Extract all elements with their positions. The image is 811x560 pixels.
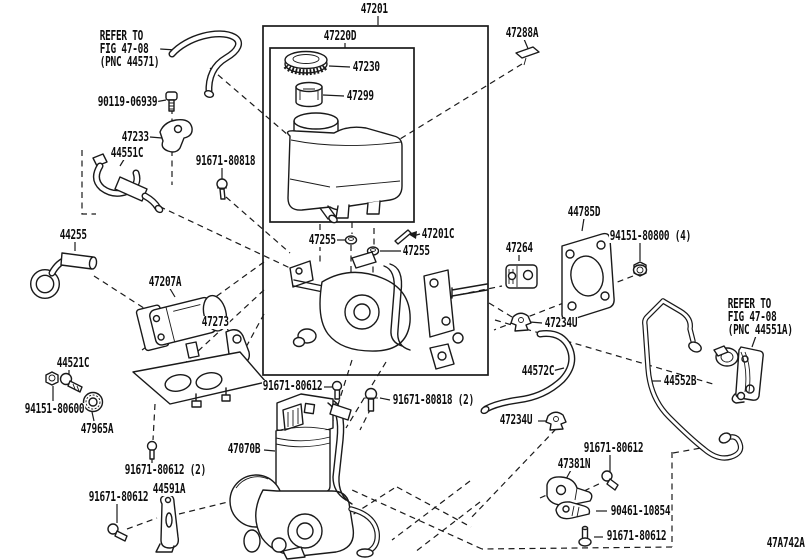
hose-44551c-drawing bbox=[92, 153, 164, 214]
clamp-47234u-upper-drawing bbox=[510, 312, 532, 332]
reservoir-tank-drawing bbox=[286, 112, 403, 224]
bracket-47233-drawing bbox=[159, 118, 193, 153]
part-label-44785d[interactable]: 44785D bbox=[567, 205, 601, 220]
boundary-box-47220d bbox=[269, 47, 415, 223]
part-label-91671-80818-2[interactable]: 91671-80818 (2) bbox=[392, 393, 475, 408]
reservoir-cap-47230-drawing bbox=[283, 50, 329, 76]
bracket-44551a-drawing bbox=[713, 345, 764, 404]
part-label-44552b[interactable]: 44552B bbox=[663, 374, 697, 389]
part-label-44255[interactable]: 44255 bbox=[59, 228, 88, 243]
part-label-47220d[interactable]: 47220D bbox=[323, 29, 357, 44]
part-label-47070b[interactable]: 47070B bbox=[227, 442, 261, 457]
gasket-44785d-drawing bbox=[561, 232, 615, 322]
bolt-91671-80818-2-drawing bbox=[364, 387, 378, 412]
bolt-91671-80818-drawing bbox=[216, 178, 228, 200]
part-label-90461-10854[interactable]: 90461-10854 bbox=[610, 504, 672, 519]
master-cylinder-drawing bbox=[289, 251, 488, 370]
clamp-47234u-lower-drawing bbox=[545, 411, 567, 431]
bolt-90119-06939-drawing bbox=[165, 91, 178, 112]
bolt-44521c-drawing bbox=[59, 372, 83, 393]
grommet-47255-left-drawing bbox=[344, 235, 358, 245]
part-label-91671-80818[interactable]: 91671-80818 bbox=[195, 154, 257, 169]
part-label-91671-80612-center[interactable]: 91671-80612 bbox=[262, 379, 324, 394]
clamp-90461-10854-drawing bbox=[555, 501, 591, 520]
nut-94151-80600-drawing bbox=[45, 371, 59, 386]
bolt-91671-80612-right-upper-drawing bbox=[601, 470, 619, 491]
clip-47288a-drawing bbox=[515, 46, 540, 66]
bolt-91671-80612-bottom-right-drawing bbox=[578, 525, 592, 547]
part-label-44572c[interactable]: 44572C bbox=[521, 364, 555, 379]
refer-note-44551a[interactable]: REFER TO FIG 47-08 (PNC 44551A) bbox=[727, 297, 794, 338]
clamp-47264-drawing bbox=[505, 264, 538, 289]
part-label-47207a[interactable]: 47207A bbox=[148, 275, 182, 290]
part-label-91671-80612-left-pair[interactable]: 91671-80612 (2) bbox=[124, 463, 207, 478]
part-label-91671-80612-right-upper[interactable]: 91671-80612 bbox=[583, 441, 645, 456]
part-label-47255-left[interactable]: 47255 bbox=[308, 233, 337, 248]
hose-44572c-drawing bbox=[480, 330, 576, 415]
part-label-47381n[interactable]: 47381N bbox=[557, 457, 591, 472]
part-label-47965a[interactable]: 47965A bbox=[80, 422, 114, 437]
part-label-47201c[interactable]: 47201C bbox=[421, 227, 455, 242]
note-line: (PNC 44571) bbox=[99, 55, 160, 70]
part-label-47273[interactable]: 47273 bbox=[201, 315, 230, 330]
bolt-91671-80612-center-drawing bbox=[331, 380, 343, 400]
pump-47070b-drawing bbox=[229, 393, 380, 560]
part-label-90119-06939[interactable]: 90119-06939 bbox=[97, 95, 159, 110]
part-label-47299[interactable]: 47299 bbox=[346, 89, 375, 104]
part-label-47264[interactable]: 47264 bbox=[505, 241, 534, 256]
hose-44571-drawing bbox=[168, 30, 243, 99]
grommet-47965a-drawing bbox=[82, 391, 104, 413]
hose-44255-drawing bbox=[30, 252, 98, 299]
part-label-47234u-upper[interactable]: 47234U bbox=[544, 316, 578, 331]
refer-note-44571[interactable]: REFER TO FIG 47-08 (PNC 44571) bbox=[99, 29, 161, 70]
part-label-44551c[interactable]: 44551C bbox=[110, 146, 144, 161]
boundary-box-47201 bbox=[262, 25, 489, 376]
bracket-44591a-drawing bbox=[155, 494, 180, 553]
part-label-91671-80612-left-lower[interactable]: 91671-80612 bbox=[88, 490, 150, 505]
part-label-94151-80800[interactable]: 94151-80800 (4) bbox=[609, 229, 692, 244]
part-label-44591a[interactable]: 44591A bbox=[152, 482, 186, 497]
note-line: FIG 47-08 bbox=[727, 310, 777, 325]
part-label-44521c[interactable]: 44521C bbox=[56, 356, 90, 371]
tube-44552b-drawing bbox=[642, 298, 744, 461]
note-line: FIG 47-08 bbox=[99, 42, 149, 57]
pin-47201c-drawing bbox=[394, 229, 412, 245]
bolt-91671-80612-pair-drawing bbox=[146, 440, 158, 460]
bolt-91671-80612-left-lower-drawing bbox=[107, 523, 128, 542]
part-label-47230[interactable]: 47230 bbox=[352, 60, 381, 75]
part-label-91671-80612-bottom-right[interactable]: 91671-80612 bbox=[606, 529, 668, 544]
mounting-bracket-drawing bbox=[132, 351, 267, 408]
part-label-47201[interactable]: 47201 bbox=[360, 2, 389, 17]
part-label-94151-80600[interactable]: 94151-80600 bbox=[24, 402, 86, 417]
nut-94151-80800-drawing bbox=[632, 261, 648, 277]
diagram-code: 47A742A bbox=[766, 536, 806, 551]
note-line: REFER TO bbox=[99, 29, 144, 44]
part-label-47288a[interactable]: 47288A bbox=[505, 26, 539, 41]
reservoir-filter-47299-drawing bbox=[295, 81, 323, 108]
note-line: (PNC 44551A) bbox=[727, 323, 793, 338]
bracket-47381n-drawing bbox=[546, 476, 593, 506]
part-label-47255-right[interactable]: 47255 bbox=[402, 244, 431, 259]
part-label-47233[interactable]: 47233 bbox=[121, 130, 150, 145]
part-label-47234u-lower[interactable]: 47234U bbox=[499, 413, 533, 428]
note-line: REFER TO bbox=[727, 297, 772, 312]
